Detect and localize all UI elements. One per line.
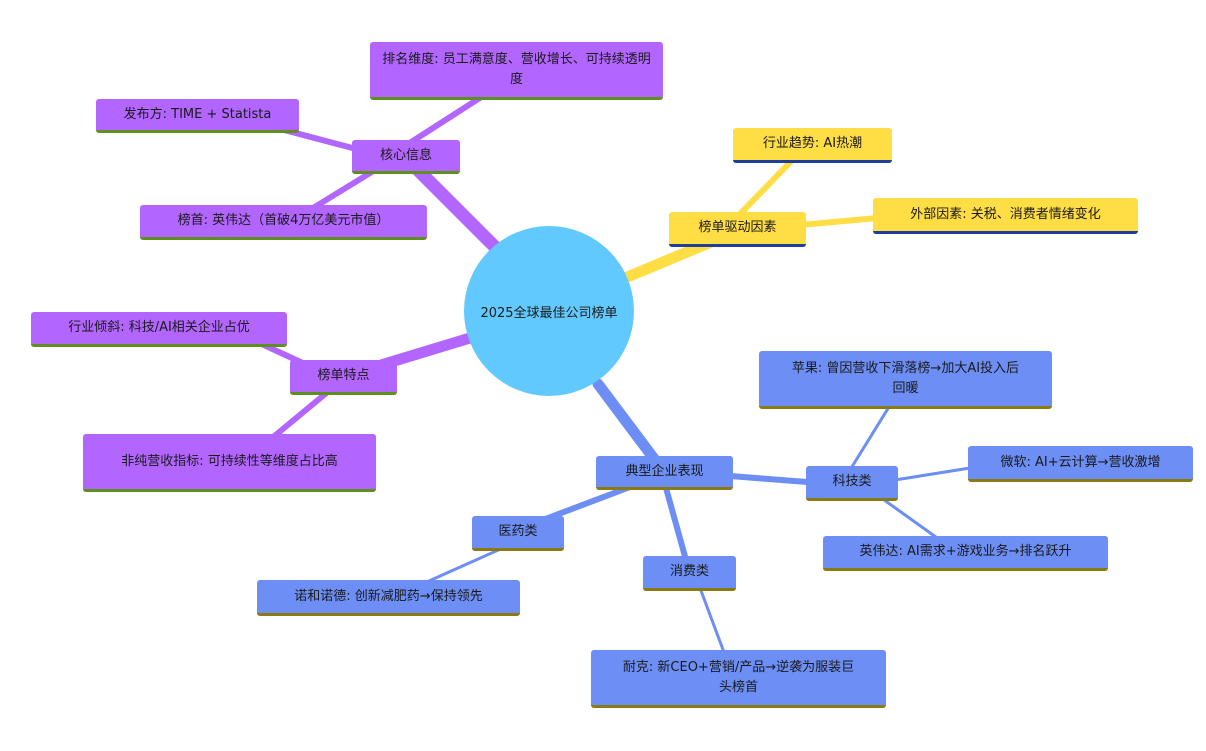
- leaf-non-revenue-metrics: 非纯营收指标: 可持续性等维度占比高: [83, 434, 376, 492]
- branch-companies: 典型企业表现: [596, 456, 733, 490]
- link-tech-msft: [893, 466, 972, 482]
- leaf-novo-nordisk: 诺和诺德: 创新减肥药→保持领先: [257, 580, 520, 616]
- leaf-microsoft: 微软: AI+云计算→营收激增: [968, 446, 1193, 482]
- link-tech-nvidia: [878, 495, 942, 542]
- link-companies-pharma: [537, 484, 633, 524]
- link-tech-apple: [848, 400, 894, 472]
- leaf-industry-bias: 行业倾斜: 科技/AI相关企业占优: [31, 312, 287, 347]
- branch-drivers: 榜单驱动因素: [669, 212, 806, 247]
- group-tech: 科技类: [806, 466, 898, 501]
- link-pharma-novo: [418, 545, 507, 587]
- link-companies-tech: [727, 473, 823, 486]
- link-consumer-nike: [698, 586, 727, 657]
- group-consumer: 消费类: [643, 556, 736, 591]
- leaf-apple: 苹果: 曾因营收下滑落榜→加大AI投入后回暖: [759, 351, 1052, 409]
- branch-features: 榜单特点: [290, 360, 397, 395]
- leaf-external-factors: 外部因素: 关税、消费者情绪变化: [873, 198, 1138, 234]
- group-pharma: 医药类: [472, 516, 564, 551]
- root-label: 2025全球最佳公司榜单: [480, 305, 618, 321]
- link-root-core: [401, 153, 507, 259]
- branch-core-info: 核心信息: [352, 140, 460, 174]
- leaf-nike: 耐克: 新CEO+营销/产品→逆袭为服装巨头榜首: [591, 650, 886, 708]
- leaf-industry-trend: 行业趋势: AI热潮: [733, 128, 892, 163]
- link-companies-consumer: [663, 485, 689, 563]
- leaf-rank-dimensions: 排名维度: 员工满意度、营收增长、可持续透明度: [370, 42, 663, 100]
- leaf-top-company: 榜首: 英伟达（首破4万亿美元市值）: [140, 205, 427, 240]
- root-node: 2025全球最佳公司榜单: [464, 226, 634, 396]
- leaf-publisher: 发布方: TIME + Statista: [96, 99, 299, 133]
- leaf-nvidia: 英伟达: AI需求+游戏业务→排名跃升: [823, 536, 1108, 571]
